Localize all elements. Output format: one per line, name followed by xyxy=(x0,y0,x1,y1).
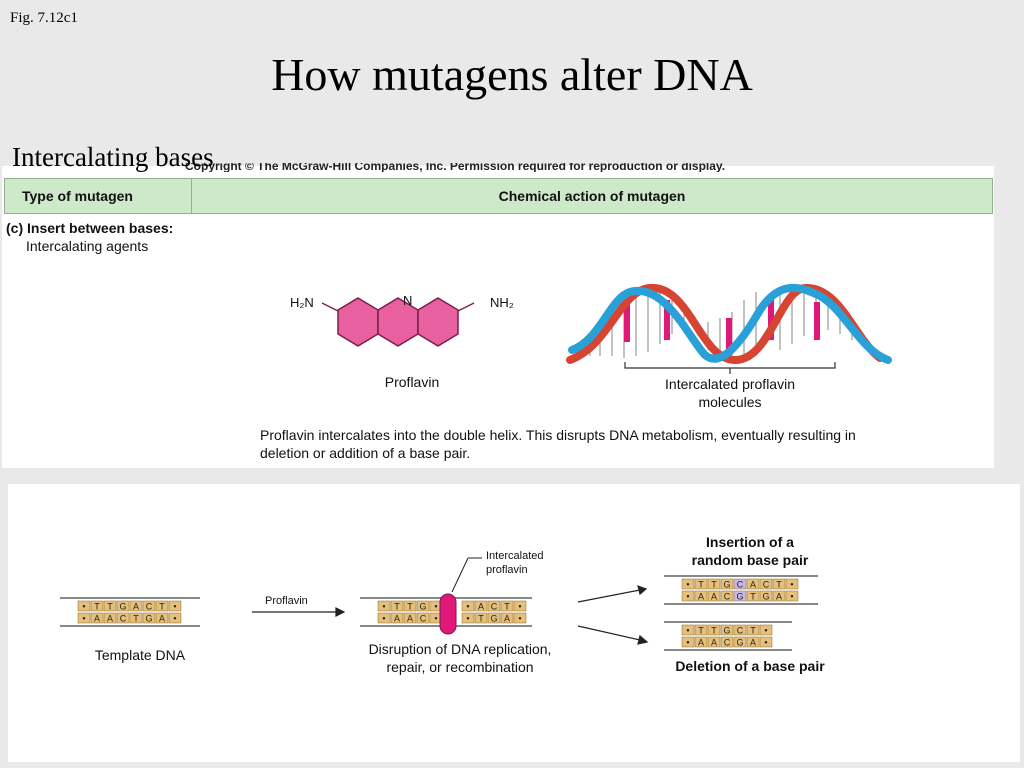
description-line1: Proflavin intercalates into the double h… xyxy=(260,427,856,443)
copyright-notice: Copyright © The McGraw-Hill Companies, I… xyxy=(185,163,726,172)
proflavin-arrow-label: Proflavin xyxy=(265,595,308,607)
intercalated-label: Intercalated proflavin xyxy=(486,549,543,577)
figure-label: Fig. 7.12c1 xyxy=(10,10,78,26)
disruption-line2: repair, or recombination xyxy=(386,659,534,675)
helix-label-line1: Intercalated proflavin xyxy=(665,376,795,392)
amine-group-left: H₂N xyxy=(290,295,314,310)
insertion-line1: Insertion of a xyxy=(706,534,794,550)
row-subtitle: Intercalating agents xyxy=(26,238,149,254)
intercalated-label-line2: proflavin xyxy=(486,564,528,576)
helix-label: Intercalated proflavin molecules xyxy=(630,375,830,411)
column-header-type: Type of mutagen xyxy=(4,178,192,214)
amine-group-right: NH₂ xyxy=(490,295,514,310)
disruption-line1: Disruption of DNA replication, xyxy=(368,641,552,657)
deletion-label: Deletion of a base pair xyxy=(675,658,825,674)
slide-subtitle: Intercalating bases xyxy=(12,142,214,172)
helix-label-line2: molecules xyxy=(698,394,762,410)
description-line2: deletion or addition of a base pair. xyxy=(260,445,471,461)
row-letter: (c) xyxy=(6,220,24,236)
disruption-label: Disruption of DNA replication, repair, o… xyxy=(350,640,570,676)
insertion-line2: random base pair xyxy=(691,552,809,568)
row-title: Insert between bases: xyxy=(27,220,174,236)
ring-nitrogen: N xyxy=(403,293,413,308)
insertion-label: Insertion of a random base pair xyxy=(670,533,830,569)
template-dna-label: Template DNA xyxy=(94,647,186,663)
description-text: Proflavin intercalates into the double h… xyxy=(260,426,980,462)
molecule-name: Proflavin xyxy=(384,374,440,390)
intercalated-label-line1: Intercalated xyxy=(486,550,544,562)
row-label: (c) Insert between bases: Intercalating … xyxy=(6,219,173,255)
bottom-figure-panel xyxy=(8,484,1020,762)
column-header-action: Chemical action of mutagen xyxy=(191,178,993,214)
slide-title: How mutagens alter DNA xyxy=(271,49,753,100)
